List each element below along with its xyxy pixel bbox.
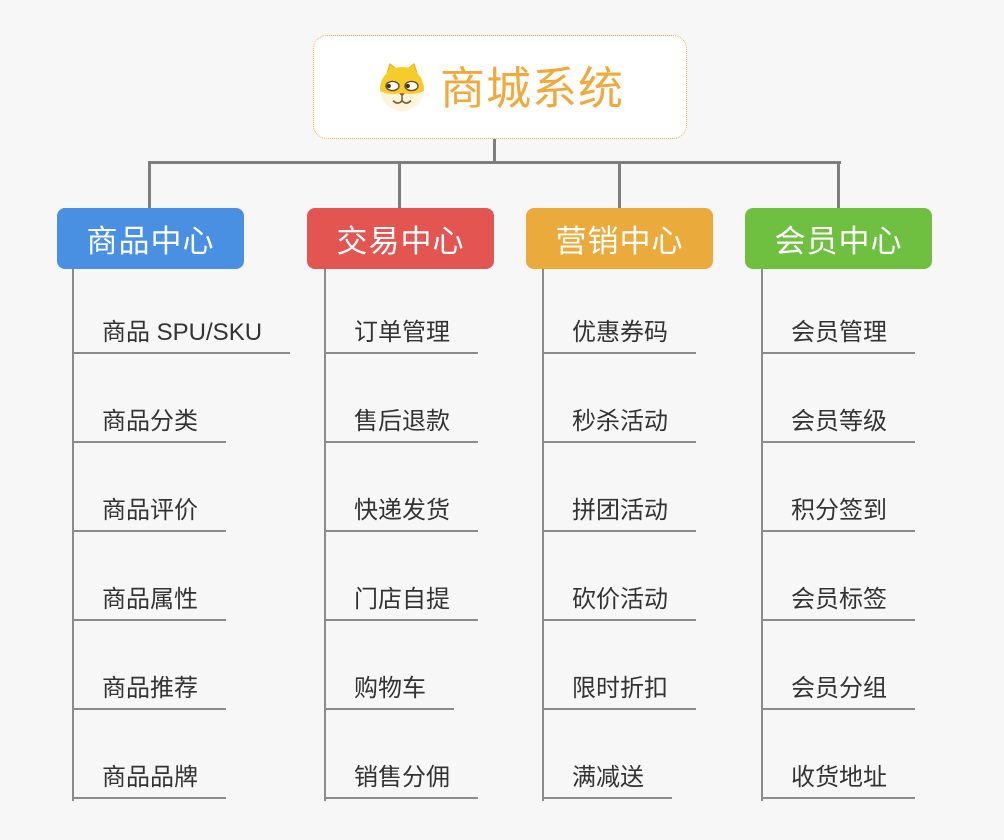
branch-items-marketing: 优惠券码 秒杀活动 拼团活动 砍价活动 限时折扣 满减送 xyxy=(542,265,696,799)
connector-drop-trade xyxy=(398,161,401,209)
connector-spine-product xyxy=(72,269,74,801)
leaf-node[interactable]: 限时折扣 xyxy=(542,621,696,710)
leaf-node[interactable]: 满减送 xyxy=(542,710,672,799)
branch-label: 会员中心 xyxy=(774,224,903,259)
leaf-node[interactable]: 会员等级 xyxy=(761,354,915,443)
leaf-node[interactable]: 销售分佣 xyxy=(324,710,478,799)
branch-label: 交易中心 xyxy=(336,224,465,259)
leaf-node[interactable]: 秒杀活动 xyxy=(542,354,696,443)
branch-label: 商品中心 xyxy=(86,224,215,259)
dog-face-icon xyxy=(379,63,424,111)
leaf-node[interactable]: 砍价活动 xyxy=(542,532,696,621)
leaf-node[interactable]: 商品 SPU/SKU xyxy=(72,265,291,354)
connector-drop-marketing xyxy=(618,161,621,209)
leaf-node[interactable]: 会员标签 xyxy=(761,532,915,621)
leaf-node[interactable]: 门店自提 xyxy=(324,532,478,621)
leaf-node[interactable]: 积分签到 xyxy=(761,443,915,532)
branch-node-marketing-center[interactable]: 营销中心 xyxy=(526,208,713,269)
leaf-node[interactable]: 会员分组 xyxy=(761,621,915,710)
branch-node-trade-center[interactable]: 交易中心 xyxy=(307,208,494,269)
connector-root-drop xyxy=(493,138,496,164)
connector-drop-product xyxy=(148,161,151,209)
root-node[interactable]: 商城系统 xyxy=(313,35,687,139)
leaf-node[interactable]: 购物车 xyxy=(324,621,454,710)
branch-node-member-center[interactable]: 会员中心 xyxy=(745,208,932,269)
leaf-node[interactable]: 订单管理 xyxy=(324,265,478,354)
leaf-node[interactable]: 优惠券码 xyxy=(542,265,696,354)
branch-items-member: 会员管理 会员等级 积分签到 会员标签 会员分组 收货地址 xyxy=(761,265,915,799)
branch-items-trade: 订单管理 售后退款 快递发货 门店自提 购物车 销售分佣 xyxy=(324,265,478,799)
connector-bus-line xyxy=(148,161,841,164)
root-node-title: 商城系统 xyxy=(439,62,624,114)
leaf-node[interactable]: 收货地址 xyxy=(761,710,915,799)
connector-spine-member xyxy=(761,269,763,801)
leaf-node[interactable]: 商品推荐 xyxy=(72,621,226,710)
leaf-node[interactable]: 快递发货 xyxy=(324,443,478,532)
leaf-node[interactable]: 会员管理 xyxy=(761,265,915,354)
branch-label: 营销中心 xyxy=(555,224,684,259)
leaf-node[interactable]: 商品品牌 xyxy=(72,710,226,799)
leaf-node[interactable]: 商品属性 xyxy=(72,532,226,621)
connector-spine-trade xyxy=(324,269,326,801)
connector-spine-marketing xyxy=(542,269,544,801)
leaf-node[interactable]: 售后退款 xyxy=(324,354,478,443)
branch-node-product-center[interactable]: 商品中心 xyxy=(57,208,244,269)
leaf-node[interactable]: 拼团活动 xyxy=(542,443,696,532)
connector-drop-member xyxy=(837,161,840,209)
leaf-node[interactable]: 商品分类 xyxy=(72,354,226,443)
leaf-node[interactable]: 商品评价 xyxy=(72,443,226,532)
branch-items-product: 商品 SPU/SKU 商品分类 商品评价 商品属性 商品推荐 商品品牌 xyxy=(72,265,291,799)
